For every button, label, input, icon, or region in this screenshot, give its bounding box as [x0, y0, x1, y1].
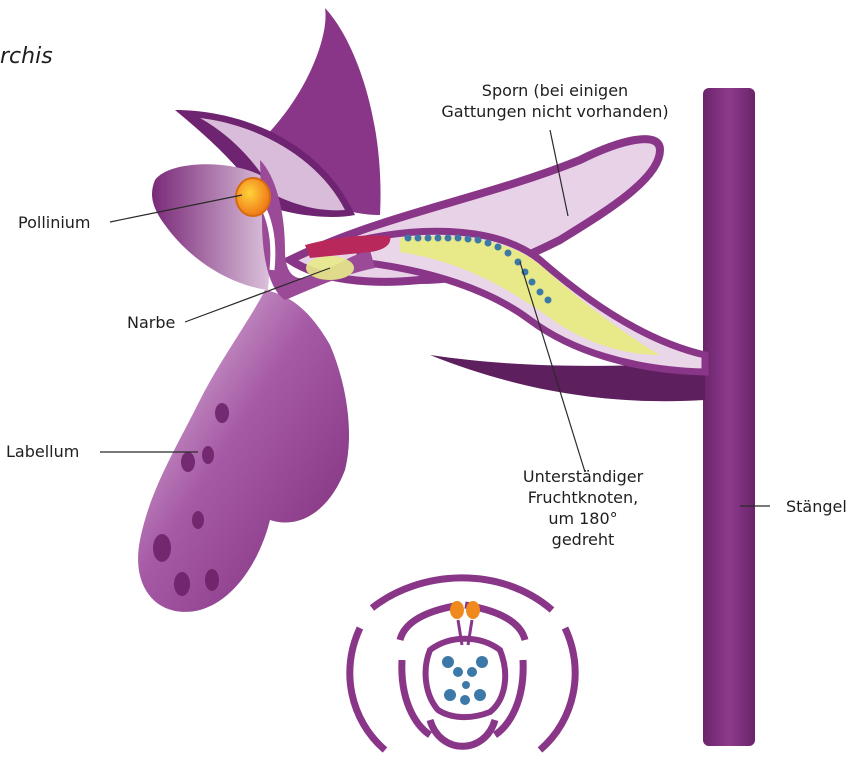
- label-narbe: Narbe: [127, 312, 175, 333]
- label-pollinium: Pollinium: [18, 212, 91, 233]
- label-fruchtknoten-line3: um 180°: [508, 508, 658, 529]
- floral-diagram: [350, 578, 575, 750]
- labellum-petal: [138, 290, 349, 612]
- label-sporn-line2: Gattungen nicht vorhanden): [430, 101, 680, 122]
- label-sporn: Sporn (bei einigen Gattungen nicht vorha…: [430, 80, 680, 122]
- label-staengel: Stängel: [786, 496, 847, 517]
- label-fruchtknoten-line4: gedreht: [508, 529, 658, 550]
- label-fruchtknoten-line1: Unterständiger: [508, 466, 658, 487]
- label-fruchtknoten: Unterständiger Fruchtknoten, um 180° ged…: [508, 466, 658, 550]
- diagram-title: rchis: [0, 44, 53, 69]
- label-sporn-line1: Sporn (bei einigen: [430, 80, 680, 101]
- label-fruchtknoten-line2: Fruchtknoten,: [508, 487, 658, 508]
- pollinium: [236, 178, 270, 216]
- stem: [703, 88, 755, 746]
- label-labellum: Labellum: [6, 441, 79, 462]
